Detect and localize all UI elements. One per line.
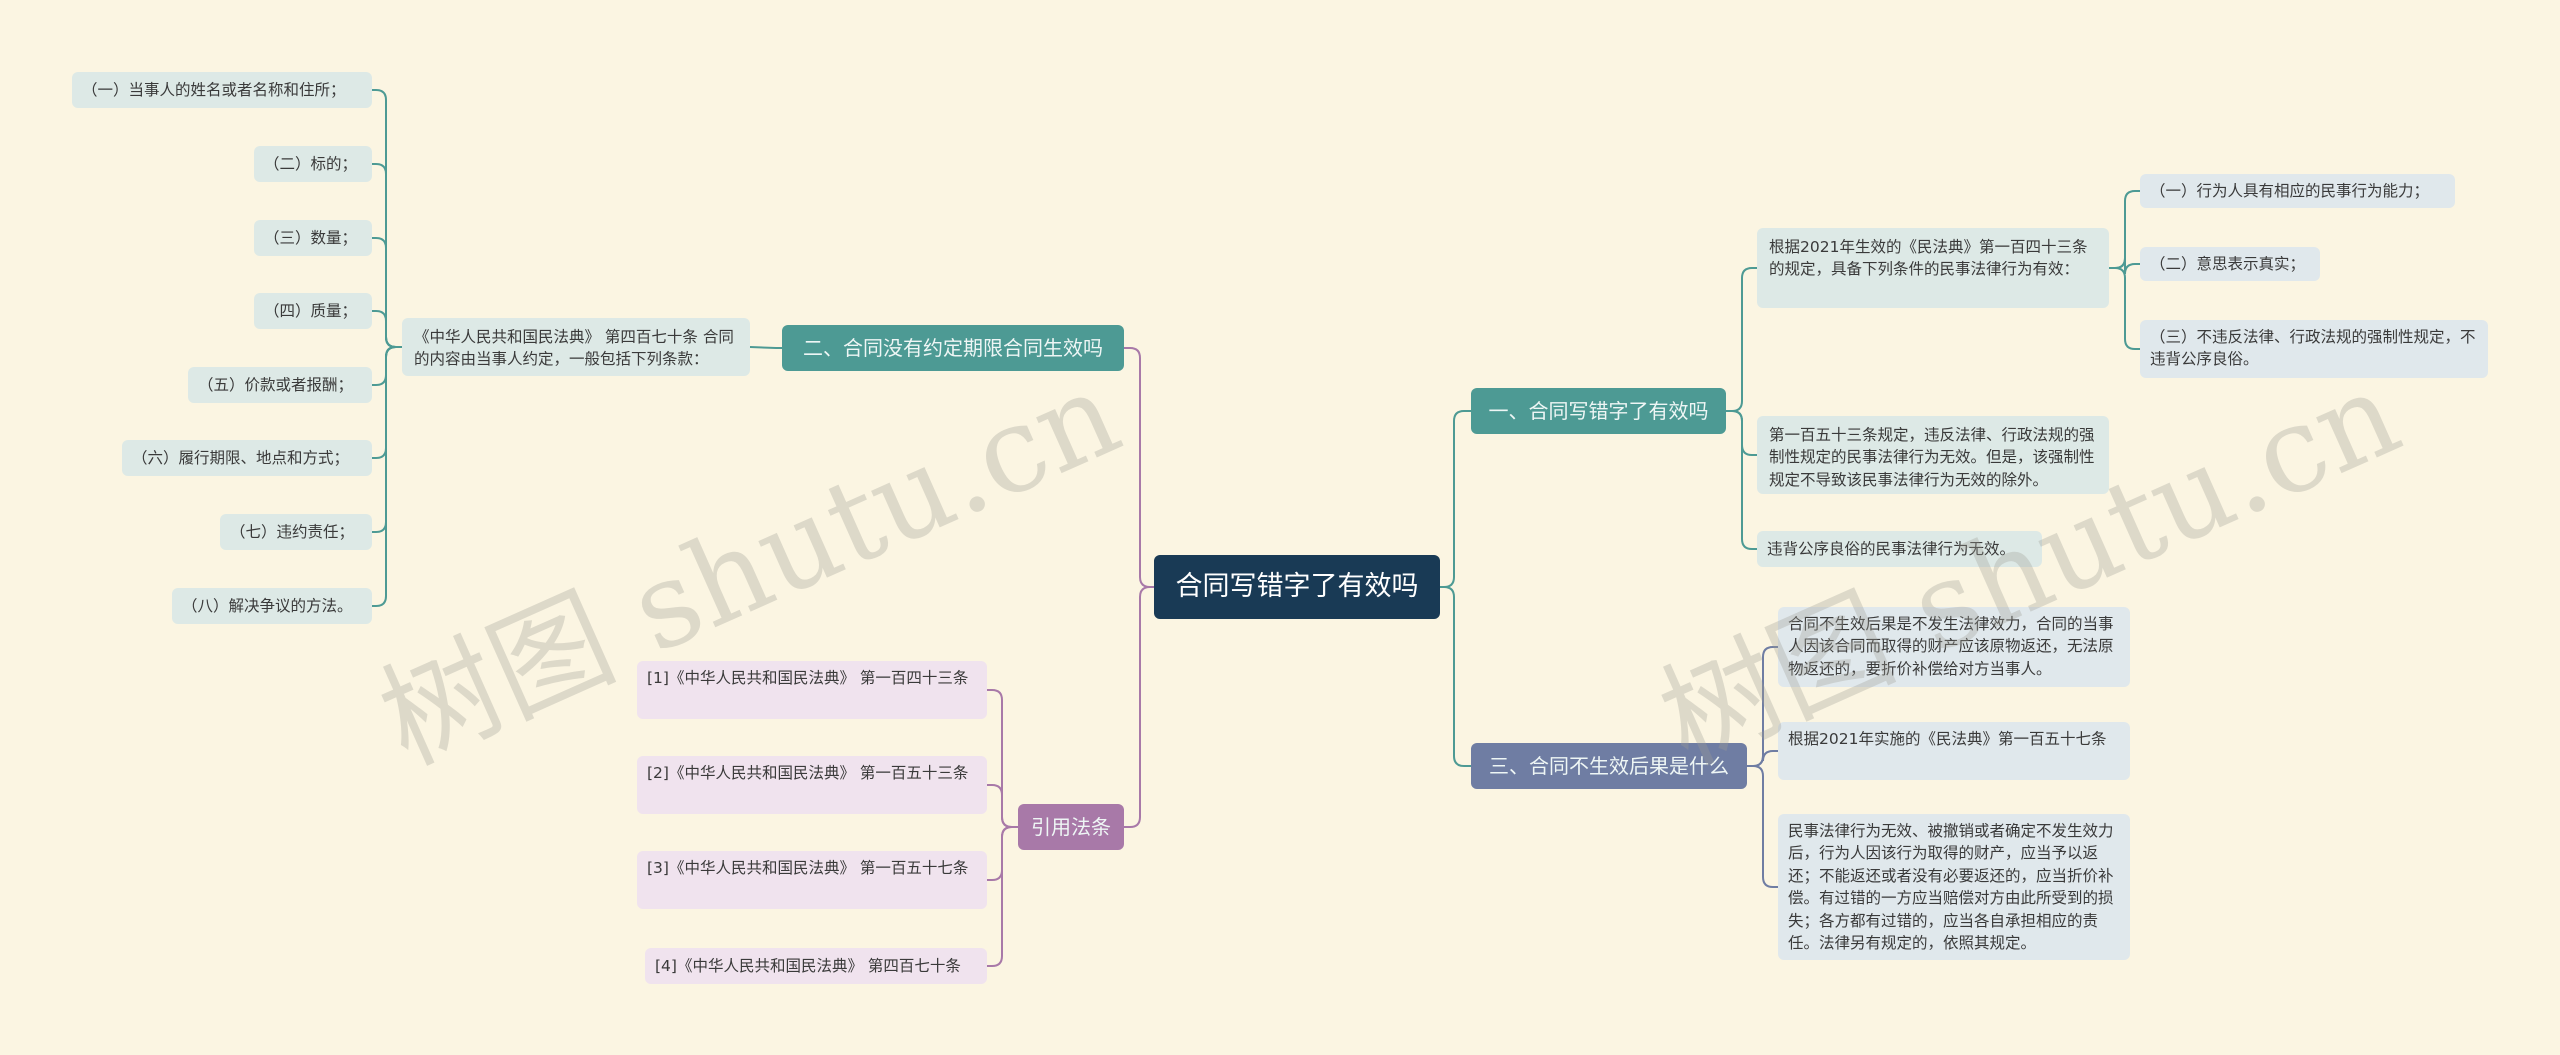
- link-b3-1: [1747, 646, 1778, 767]
- link-b3-2: [1747, 750, 1778, 767]
- b2-item-1[interactable]: （一）当事人的姓名或者名称和住所；: [72, 72, 372, 108]
- link-root-right-1: [1440, 410, 1471, 588]
- b2-item-7[interactable]: （七）违约责任；: [220, 514, 372, 550]
- link-b2mid-8: [372, 346, 402, 607]
- link-b1g1-1: [2109, 190, 2140, 269]
- b3-item-1[interactable]: 合同不生效后果是不发生法律效力，合同的当事人因该合同而取得的财产应该原物返还，无…: [1778, 607, 2130, 687]
- b1-group-3-text[interactable]: 违背公序良俗的民事法律行为无效。: [1757, 531, 2042, 567]
- b2-item-8[interactable]: （八）解决争议的方法。: [172, 588, 372, 624]
- b2-article-text[interactable]: 《中华人民共和国民法典》 第四百七十条 合同的内容由当事人约定，一般包括下列条款…: [402, 318, 750, 376]
- b2-item-5[interactable]: （五）价款或者报酬；: [188, 367, 372, 403]
- b1-group-1-text[interactable]: 根据2021年生效的《民法典》第一百四十三条的规定，具备下列条件的民事法律行为有…: [1757, 228, 2109, 308]
- link-root-left-2: [1124, 586, 1154, 828]
- link-b1g1-3: [2109, 267, 2140, 350]
- branch-4-title[interactable]: 引用法条: [1018, 804, 1124, 850]
- b2-item-4[interactable]: （四）质量；: [254, 293, 372, 329]
- b4-ref-1[interactable]: [1]《中华人民共和国民法典》 第一百四十三条: [637, 661, 987, 719]
- link-b4-2: [987, 784, 1018, 828]
- b3-item-2[interactable]: 根据2021年实施的《民法典》第一百五十七条: [1778, 722, 2130, 780]
- link-b2-1: [749, 346, 782, 349]
- link-root-right-2: [1440, 586, 1471, 767]
- root-node[interactable]: 合同写错字了有效吗: [1154, 555, 1440, 619]
- b2-item-3[interactable]: （三）数量；: [254, 220, 372, 256]
- b2-item-6[interactable]: （六）履行期限、地点和方式；: [122, 440, 372, 476]
- link-b4-4: [987, 826, 1018, 967]
- branch-3-title[interactable]: 三、合同不生效后果是什么: [1471, 743, 1747, 789]
- b3-item-3[interactable]: 民事法律行为无效、被撤销或者确定不发生效力后，行为人因该行为取得的财产，应当予以…: [1778, 814, 2130, 960]
- link-root-left-1: [1124, 347, 1154, 588]
- link-b3-3: [1747, 765, 1778, 888]
- b4-ref-2[interactable]: [2]《中华人民共和国民法典》 第一百五十三条: [637, 756, 987, 814]
- b1-item-3[interactable]: （三）不违反法律、行政法规的强制性规定，不违背公序良俗。: [2140, 320, 2488, 378]
- b1-item-2[interactable]: （二）意思表示真实；: [2140, 247, 2320, 281]
- b2-item-2[interactable]: （二）标的；: [254, 146, 372, 182]
- branch-2-title[interactable]: 二、合同没有约定期限合同生效吗: [782, 325, 1124, 371]
- link-b1g1-2: [2109, 257, 2140, 275]
- link-b1-1: [1726, 267, 1757, 412]
- b4-ref-3[interactable]: [3]《中华人民共和国民法典》 第一百五十七条: [637, 851, 987, 909]
- link-b1-3: [1726, 410, 1757, 550]
- branch-1-title[interactable]: 一、合同写错字了有效吗: [1471, 388, 1726, 434]
- link-b2mid-4: [372, 310, 402, 348]
- b4-ref-4[interactable]: [4]《中华人民共和国民法典》 第四百七十条: [645, 948, 987, 984]
- b1-group-2-text[interactable]: 第一百五十三条规定，违反法律、行政法规的强制性规定的民事法律行为无效。但是，该强…: [1757, 416, 2109, 494]
- b1-item-1[interactable]: （一）行为人具有相应的民事行为能力；: [2140, 174, 2455, 208]
